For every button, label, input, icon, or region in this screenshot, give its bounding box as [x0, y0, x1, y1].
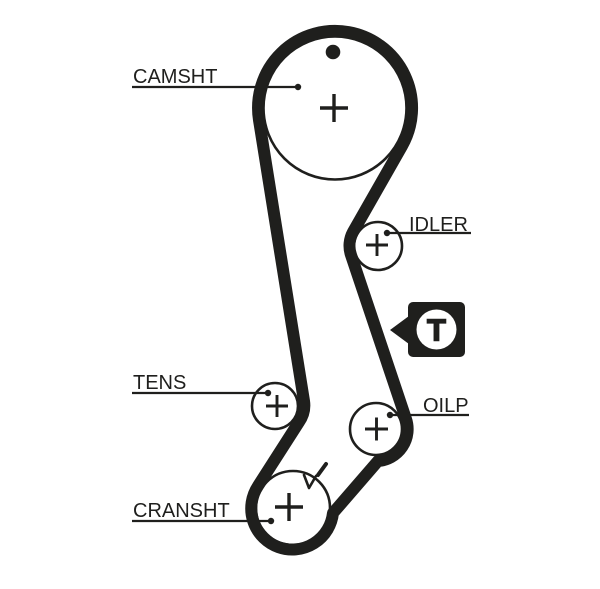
camshaft-center-mark: [320, 94, 348, 122]
crankshaft-leader-dot: [267, 517, 275, 525]
tension-marker-letter: T: [427, 313, 446, 348]
oil-pump-leader-dot: [386, 411, 394, 419]
crankshaft-tick-icon: [316, 462, 328, 477]
camshaft-timing-dot: [325, 44, 341, 60]
tension-marker-arrow-icon: [390, 313, 413, 347]
label-idler: IDLER: [409, 214, 468, 236]
label-crankshaft: CRANSHT: [133, 500, 230, 522]
tensioner-pulley: [250, 381, 300, 431]
center-marks: [266, 94, 388, 521]
tensioner-center-mark: [266, 395, 288, 417]
idler-leader-dot: [383, 229, 391, 237]
tensioner-leader-dot: [264, 389, 272, 397]
camshaft-leader-dot: [294, 83, 302, 91]
label-camshaft: CAMSHT: [133, 66, 217, 88]
label-oil-pump: OILP: [423, 395, 469, 417]
oil-pump-center-mark: [365, 417, 388, 441]
label-tensioner: TENS: [133, 372, 186, 394]
tension-marker: T: [390, 302, 465, 357]
tension-marker-circle: [416, 309, 457, 350]
timing-belt: [245, 25, 418, 556]
crankshaft-center-mark: [275, 493, 303, 521]
crankshaft-timing-mark: [302, 462, 328, 490]
crankshaft-notch-icon: [302, 473, 318, 490]
idler-center-mark: [366, 234, 388, 256]
leader-dots: [264, 83, 394, 525]
